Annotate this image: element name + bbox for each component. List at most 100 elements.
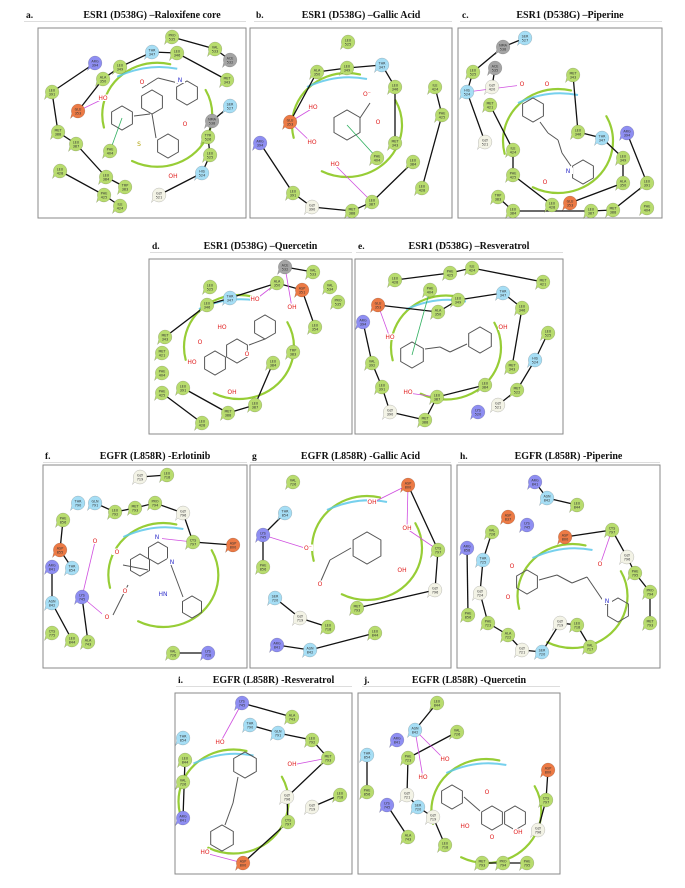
ligand-atom-label: O <box>376 119 381 126</box>
ligand-atom-label: HO <box>403 389 413 396</box>
residue-number: 719 <box>309 808 315 812</box>
residue-name: VAL <box>454 728 460 732</box>
residue-bubble <box>594 130 610 147</box>
residue-bubble <box>374 379 390 396</box>
atom-label-bg <box>385 333 395 340</box>
residue-name: THR <box>246 721 255 725</box>
residue-name: LEU <box>410 158 417 162</box>
residue-number: 521 <box>495 406 501 410</box>
residue-bubble <box>220 405 236 422</box>
residue-number: 854 <box>282 514 288 518</box>
residue-bubble <box>514 642 530 659</box>
residue-name: MET <box>224 409 232 413</box>
residue-bubble <box>202 147 218 164</box>
residue-bubble <box>277 259 293 276</box>
ligand-bond <box>556 574 573 584</box>
ligand-atom-label: HO <box>307 139 317 146</box>
residue-number: 525 <box>345 43 351 47</box>
ligand-ring <box>176 80 198 106</box>
residue-bubble <box>44 84 60 101</box>
residue-bubble <box>450 292 466 309</box>
residue-bubble <box>490 189 506 206</box>
ligand-atom-label: OH <box>402 525 411 532</box>
residue-name: PHE <box>107 147 114 151</box>
residue-name: LEU <box>345 38 352 42</box>
residue-number: 726 <box>454 733 460 737</box>
residue-number: 793 <box>354 609 360 613</box>
ligand-atom-label: HO <box>440 756 450 763</box>
ligand-atom-label: O <box>598 561 603 568</box>
residue-name: GLN <box>91 499 99 503</box>
residue-number: 726 <box>290 483 296 487</box>
backbone-chain <box>182 759 186 819</box>
ligand-ring <box>468 326 492 354</box>
residue-bubble <box>267 590 283 607</box>
solvent-exposure-arc <box>532 547 593 559</box>
residue-name: LEU <box>379 383 386 387</box>
residue-name: THR <box>226 294 235 298</box>
residue-name: GLY <box>309 203 316 207</box>
residue-bubble <box>495 39 511 56</box>
ligand-ring <box>233 751 257 779</box>
atom-label-bg <box>513 828 523 835</box>
atom-label-bg <box>595 560 605 567</box>
residue-bubble <box>405 154 421 171</box>
residue-name: LEU <box>103 173 110 177</box>
residue-number: 390 <box>309 208 315 212</box>
ligand-atom-label: O <box>520 81 525 88</box>
residue-bubble <box>157 329 173 346</box>
residue-number: 527 <box>522 39 528 43</box>
residue-name: LYS <box>205 649 211 653</box>
atom-label-bg <box>367 498 377 505</box>
residue-bubble <box>505 203 521 220</box>
solvent-exposure-arc <box>193 752 254 765</box>
residue-number: 384 <box>103 178 109 182</box>
residue-bubble <box>387 79 403 96</box>
residue-number: 353 <box>287 123 293 127</box>
residue-name: VAL <box>310 268 316 272</box>
atom-label-bg <box>602 597 612 604</box>
residue-number: 842 <box>544 499 550 503</box>
residue-bubble <box>175 380 191 397</box>
residue-name: ALA <box>314 68 321 72</box>
residue-name: NMA <box>208 117 216 121</box>
residue-name: THR <box>74 499 83 503</box>
residue-number: 428 <box>57 172 63 176</box>
residue-name: ILE <box>432 83 437 87</box>
residue-number: 797 <box>435 551 441 555</box>
residue-number: 387 <box>588 212 594 216</box>
solvent-exposure-arc <box>122 526 184 538</box>
ligand-atom-label: HN <box>159 591 168 598</box>
residue-bubble <box>399 787 415 804</box>
residue-name: LEU <box>442 841 449 845</box>
backbone-chain <box>81 596 89 643</box>
atom-label-bg <box>287 303 297 310</box>
atom-label-bg <box>98 94 108 101</box>
residue-name: PRO <box>168 33 175 37</box>
residue-bubble <box>265 355 281 372</box>
residue-number: 428 <box>199 424 205 428</box>
ligand-atom-label: S <box>137 141 141 148</box>
